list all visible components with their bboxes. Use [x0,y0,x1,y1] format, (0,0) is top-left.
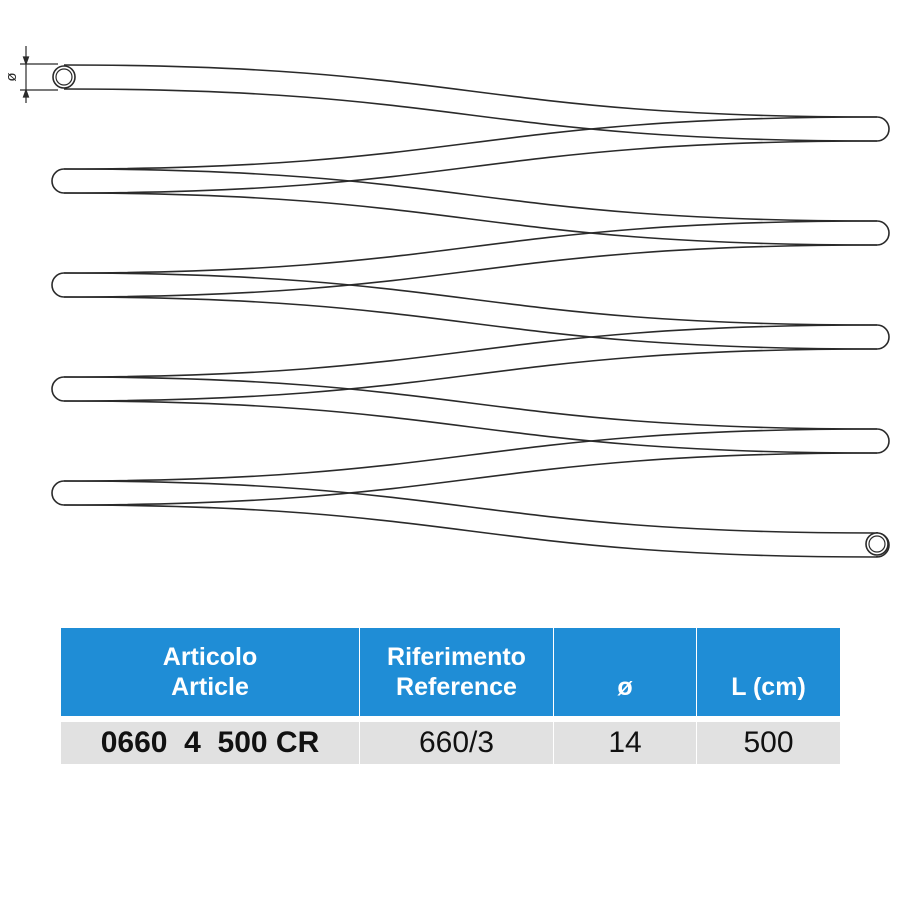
tube-edge [63,244,878,298]
header-length-spacer [697,642,840,672]
tube-edge [63,88,878,142]
header-reference-it: Riferimento [387,643,526,671]
tube-end-bottom [865,532,889,556]
tube-edge [63,296,878,350]
table-separator [61,716,840,722]
tube-bend [876,220,890,246]
tube-edge [63,220,878,274]
header-reference-en: Reference [396,673,517,701]
tube-end-top [52,65,76,89]
header-diameter-label: ø [617,673,633,701]
tube-edge [63,480,878,534]
tube-bend [51,168,65,194]
tube-edge [63,376,878,430]
coiled-tube-drawing: ø [3,46,890,558]
header-length-label: L (cm) [731,673,806,701]
tube-bend [51,480,65,506]
diameter-dimension [20,46,58,103]
tube-edge [63,64,878,118]
cell-diameter: 14 [553,722,697,764]
tube-edge [63,116,878,170]
tube-edge [63,168,878,222]
cell-reference: 660/3 [359,722,554,764]
table-header-row: Articolo Article Riferimento Reference ø… [61,628,840,716]
header-article-it: Articolo [162,643,258,671]
header-length: L (cm) [696,628,840,716]
header-diameter-spacer [554,642,696,672]
header-article: Articolo Article [61,628,360,716]
tube-edge [63,272,878,326]
cell-length: 500 [696,722,840,764]
diameter-symbol-label: ø [3,72,20,81]
tube-bend [876,324,890,350]
tube-edge [63,400,878,454]
tube-edge [63,452,878,506]
tube-edge [63,348,878,402]
tube-bend [51,376,65,402]
tube-edge [63,324,878,378]
tube-edge [63,140,878,194]
header-article-en: Article [171,673,249,701]
tube-bend [51,272,65,298]
cell-article: 0660 4 500 CR [61,722,360,764]
tube-edge [63,428,878,482]
tube-end-inner [868,535,886,553]
tube-bend [876,116,890,142]
tube-bend [876,428,890,454]
header-reference: Riferimento Reference [359,628,554,716]
header-diameter: ø [553,628,697,716]
tube-end-inner [55,68,73,86]
tube-edge [63,504,878,558]
coiled-tube [51,64,890,558]
tube-edge [63,192,878,246]
product-spec-table: Articolo Article Riferimento Reference ø… [61,628,840,764]
table-row: 0660 4 500 CR 660/3 14 500 [61,722,840,764]
